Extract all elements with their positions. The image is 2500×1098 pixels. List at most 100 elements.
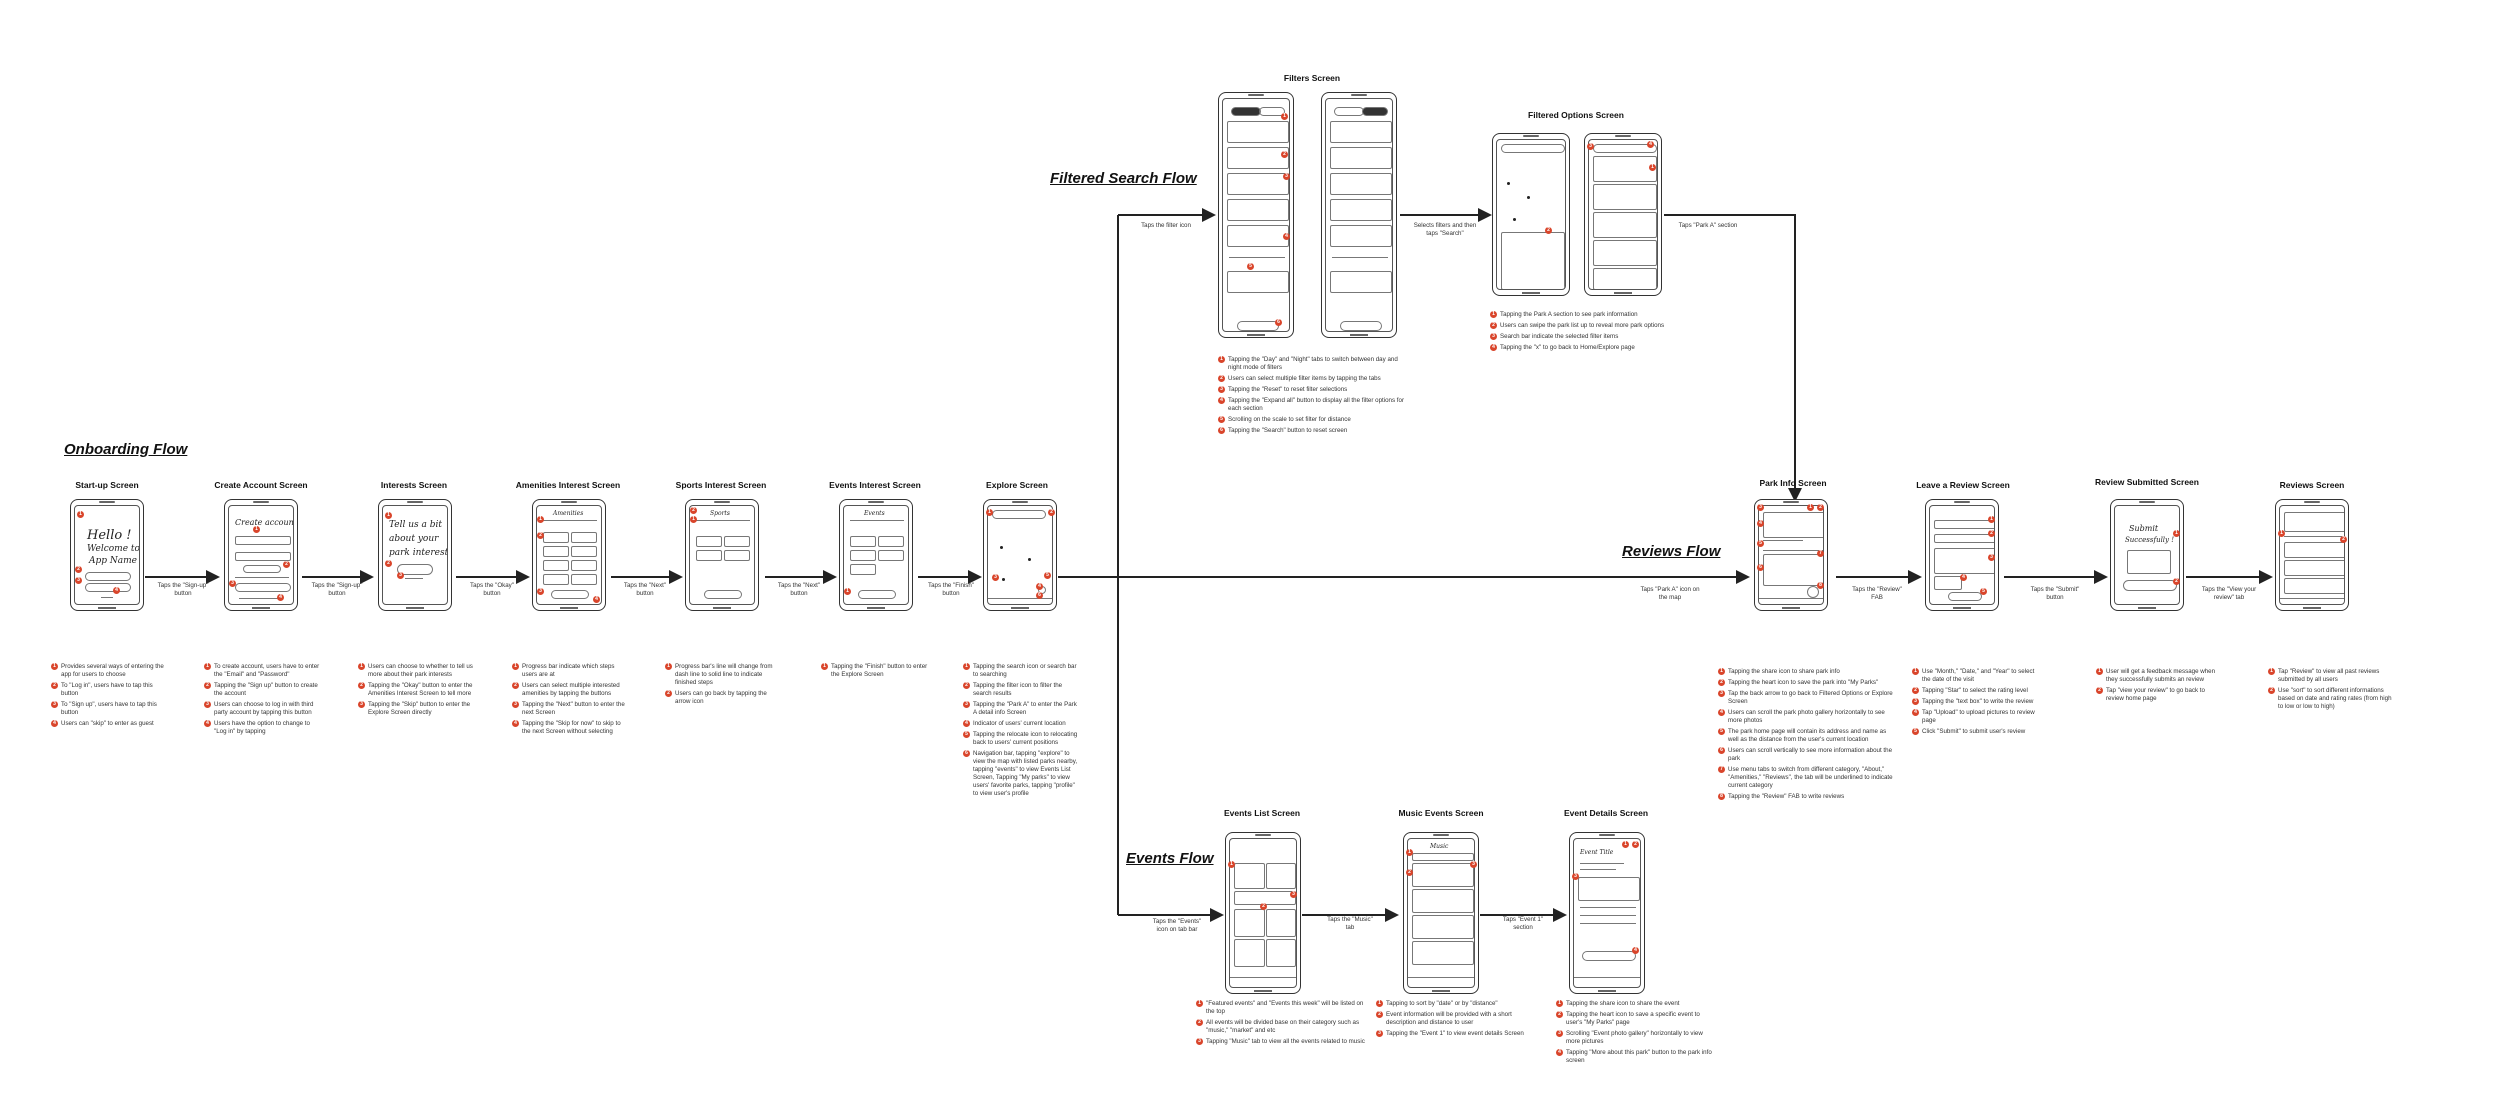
login-button[interactable]	[85, 572, 131, 581]
filter-section[interactable]	[1330, 173, 1392, 195]
park-card[interactable]	[1593, 240, 1657, 266]
park-a-card[interactable]	[1593, 156, 1657, 182]
sport-tag[interactable]	[696, 550, 722, 561]
event-tag[interactable]	[878, 536, 904, 547]
skip-link[interactable]	[101, 597, 113, 598]
label-park-a-map: Taps "Park A" icon on the map	[1640, 586, 1700, 601]
park-header	[2284, 512, 2344, 532]
park-pin[interactable]	[1000, 546, 1003, 549]
filter-section[interactable]	[1227, 199, 1289, 221]
night-tab[interactable]	[1362, 107, 1388, 116]
day-tab[interactable]	[1334, 107, 1364, 116]
day-tab[interactable]	[1231, 107, 1261, 116]
create-signup-button[interactable]	[243, 565, 281, 573]
event-photo-gallery[interactable]	[1578, 877, 1640, 901]
filter-section[interactable]	[1227, 173, 1289, 195]
email-field[interactable]	[235, 536, 291, 545]
event-tag[interactable]	[850, 564, 876, 575]
park-pin[interactable]	[1527, 196, 1530, 199]
submit-button[interactable]	[1948, 592, 1982, 601]
more-about-park-button[interactable]	[1582, 951, 1636, 961]
night-tab[interactable]	[1259, 107, 1285, 116]
event-card[interactable]	[1412, 915, 1474, 939]
amenity-tag[interactable]	[571, 532, 597, 543]
featured-event[interactable]	[1266, 863, 1296, 889]
amenity-tag[interactable]	[543, 546, 569, 557]
sort-options[interactable]	[1412, 853, 1474, 861]
filter-section[interactable]	[1227, 147, 1289, 169]
label-park-a-section: Taps "Park A" section	[1678, 222, 1738, 229]
login-switch-link[interactable]	[239, 598, 279, 599]
finish-button[interactable]	[858, 590, 896, 599]
view-review-button[interactable]	[2123, 580, 2177, 591]
next-button[interactable]	[704, 590, 742, 599]
search-bar[interactable]	[992, 510, 1046, 519]
amenity-tag[interactable]	[571, 560, 597, 571]
park-card[interactable]	[1593, 268, 1657, 289]
filter-section[interactable]	[1330, 225, 1392, 247]
sport-tag[interactable]	[724, 550, 750, 561]
event-tag[interactable]	[850, 536, 876, 547]
filter-section[interactable]	[1330, 147, 1392, 169]
filter-search-bar[interactable]	[1593, 144, 1657, 153]
park-pin[interactable]	[1513, 218, 1516, 221]
review-textbox[interactable]	[1934, 548, 1994, 574]
event-card[interactable]	[1234, 909, 1265, 937]
sport-tag[interactable]	[724, 536, 750, 547]
filter-section[interactable]	[1227, 271, 1289, 293]
event-1-card[interactable]	[1412, 863, 1474, 887]
park-pin[interactable]	[1507, 182, 1510, 185]
park-card[interactable]	[1593, 184, 1657, 210]
sport-tag[interactable]	[696, 536, 722, 547]
event-tag[interactable]	[878, 550, 904, 561]
date-selectors[interactable]	[1934, 520, 1994, 529]
park-a-pin[interactable]	[1002, 578, 1005, 581]
event-card[interactable]	[1266, 939, 1296, 967]
label-okay: Taps the "Okay" button	[470, 582, 514, 597]
amenity-tag[interactable]	[543, 574, 569, 585]
password-field[interactable]	[235, 552, 291, 561]
signup-button[interactable]	[85, 583, 131, 592]
amenity-tag[interactable]	[571, 546, 597, 557]
park-pin[interactable]	[1028, 558, 1031, 561]
skip-link[interactable]	[405, 578, 423, 579]
featured-event[interactable]	[1234, 863, 1265, 889]
filtered-options-screen-title: Filtered Options Screen	[1528, 110, 1624, 120]
event-card[interactable]	[1266, 909, 1296, 937]
label-next-2: Taps the "Next" button	[777, 582, 821, 597]
park-list-sheet[interactable]	[1501, 232, 1565, 289]
third-party-button[interactable]	[235, 583, 291, 592]
event-tag[interactable]	[850, 550, 876, 561]
filter-section[interactable]	[1227, 225, 1289, 247]
event-card[interactable]	[1412, 941, 1474, 965]
event-title-text: Event Title	[1580, 849, 1614, 856]
filter-section[interactable]	[1227, 121, 1289, 143]
okay-button[interactable]	[397, 564, 433, 575]
star-rating[interactable]	[1934, 534, 1994, 543]
upload-photo[interactable]	[1934, 576, 1962, 590]
menu-tabs[interactable]	[1763, 550, 1823, 551]
amenity-tag[interactable]	[543, 560, 569, 571]
filter-section[interactable]	[1330, 199, 1392, 221]
photo-gallery[interactable]	[1763, 512, 1823, 538]
event-card[interactable]	[1412, 889, 1474, 913]
search-button[interactable]	[1237, 321, 1279, 331]
amenity-tag[interactable]	[571, 574, 597, 585]
amenity-tag[interactable]	[543, 532, 569, 543]
search-button[interactable]	[1340, 321, 1382, 331]
event-card[interactable]	[1234, 939, 1265, 967]
filter-section[interactable]	[1330, 271, 1392, 293]
distance-scale[interactable]	[1229, 257, 1285, 258]
filter-search-bar[interactable]	[1501, 144, 1565, 153]
menu-tabs[interactable]	[2284, 536, 2344, 537]
filter-section[interactable]	[1330, 121, 1392, 143]
filtered-search-flow-title: Filtered Search Flow	[1050, 170, 1197, 187]
distance-scale[interactable]	[1332, 257, 1388, 258]
next-button[interactable]	[551, 590, 589, 599]
review-fab[interactable]	[1807, 586, 1819, 598]
park-card[interactable]	[1593, 212, 1657, 238]
